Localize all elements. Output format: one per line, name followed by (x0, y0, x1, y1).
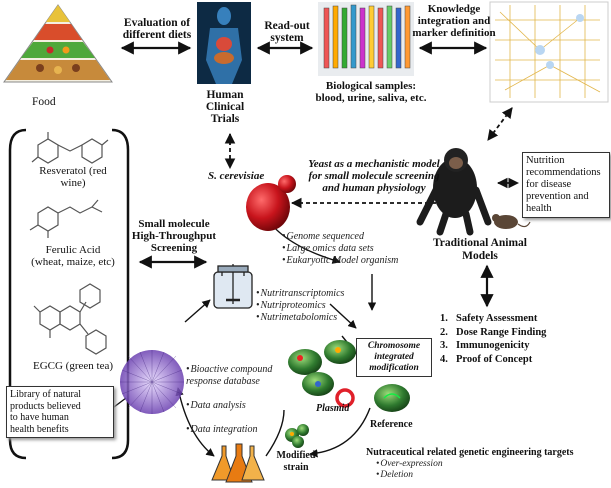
target-item: Over-expression (376, 459, 442, 470)
culture-flasks-icon (211, 443, 265, 483)
yeast-model-title: Yeast as a mechanistic model for small m… (308, 158, 440, 194)
library-box: Library of natural products believed to … (6, 386, 114, 438)
compound-label-ferulic: Ferulic Acid (wheat, maize, etc) (31, 244, 115, 268)
yeast-species-label: S. cerevisiae (208, 170, 265, 182)
compound-label-resveratrol: Resveratol (red wine) (39, 165, 107, 189)
food-label: Food (32, 96, 56, 108)
assessment-step: 2.Dose Range Finding (440, 326, 547, 338)
evaluation-label: Evaluation of different diets (122, 17, 192, 41)
knowledge-label: Knowledge integration and marker definit… (412, 3, 496, 39)
omics-item: Nutriproteomics (256, 300, 344, 312)
yeast-property: Genome sequenced (282, 231, 398, 243)
target-item: Deletion (376, 470, 443, 481)
chromosome-label: Chromosome integrated modification (356, 338, 432, 377)
data-item: Bioactive compound response database (186, 364, 272, 388)
animal-models-label: Traditional Animal Models (432, 237, 528, 262)
targets-title: Nutraceutical related genetic engineerin… (366, 447, 574, 458)
metabolic-map-icon (489, 1, 609, 103)
hts-label: Small molecule High-Throughput Screening (131, 218, 217, 254)
data-item: Data analysis (186, 400, 272, 412)
modified-strain-cells-icon (285, 424, 309, 448)
compound-label-egcg: EGCG (green tea) (32, 360, 114, 372)
bioreactor-icon (213, 264, 253, 309)
egcg-molecule-icon (33, 283, 107, 355)
data-item: Data integration (186, 424, 272, 436)
omics-item: Nutrimetabolomics (256, 312, 344, 324)
yeast-property: Eukaryotic Model organism (282, 255, 399, 267)
assessment-step: 3.Immunogenicity (440, 340, 530, 351)
data-items-list: Bioactive compound response database Dat… (186, 352, 272, 448)
food-pyramid-icon (3, 4, 113, 83)
mouse-icon (492, 214, 531, 229)
reference-cell-icon (374, 384, 410, 412)
targets-list: Over-expression Deletion (376, 459, 443, 481)
assessment-steps-list: 1.Safety Assessment 2.Dose Range Finding… (440, 312, 546, 366)
engineered-cells-icon (288, 340, 356, 396)
yeast-cell-icon (246, 175, 296, 231)
plasmid-ring-icon (335, 388, 355, 408)
ferulic-acid-molecule-icon (29, 199, 103, 238)
sample-tubes-icon (318, 2, 414, 76)
reference-label: Reference (370, 419, 413, 430)
assessment-step: 1.Safety Assessment (440, 313, 538, 324)
human-body-icon (197, 2, 251, 84)
omics-item: Nutritranscriptomics (256, 288, 345, 300)
plasmid-label: Plasmid (316, 403, 350, 414)
readout-label: Read-out system (264, 20, 310, 44)
modified-strain-label: Modified strain (276, 450, 316, 473)
resveratrol-molecule-icon (31, 132, 109, 164)
yeast-properties-list: Genome sequenced Large omics data sets E… (282, 231, 399, 267)
chimpanzee-icon (416, 148, 492, 236)
interaction-network-icon (120, 350, 184, 414)
human-trials-label: Human Clinical Trials (205, 89, 245, 125)
nutrition-recommendations-box: Nutrition recommendations for disease pr… (522, 152, 610, 218)
omics-list: Nutritranscriptomics Nutriproteomics Nut… (256, 288, 345, 324)
yeast-property: Large omics data sets (282, 243, 398, 255)
assessment-step: 4.Proof of Concept (440, 353, 533, 365)
bio-samples-label: Biological samples: blood, urine, saliva… (315, 80, 427, 104)
library-bracket-right (111, 128, 130, 460)
library-bracket-left (8, 128, 27, 460)
